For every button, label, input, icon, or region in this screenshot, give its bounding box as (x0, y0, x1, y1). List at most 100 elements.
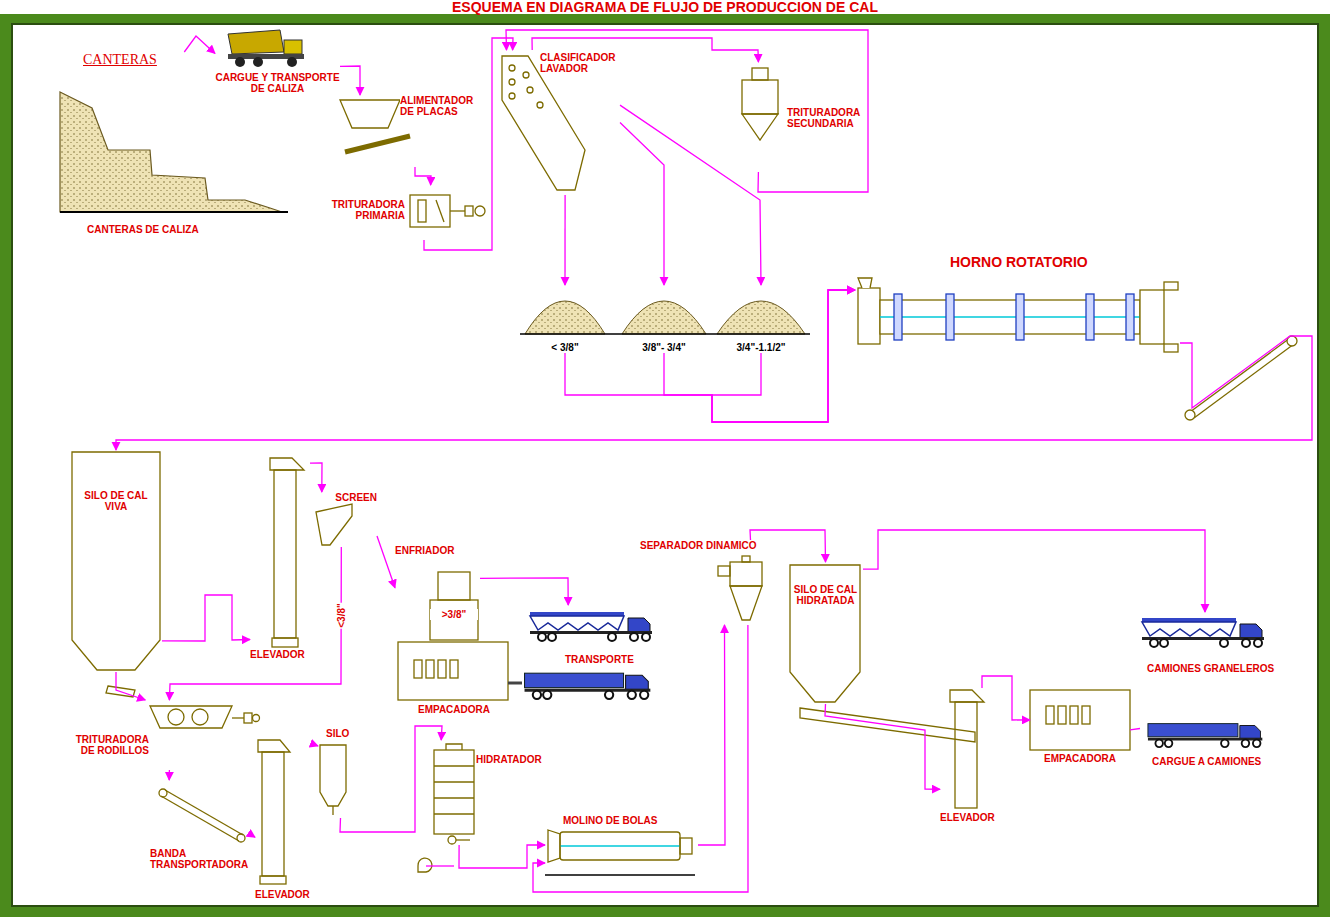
belt-conveyor (1185, 410, 1195, 420)
equipment (434, 797, 474, 798)
rotary-kiln (880, 316, 1140, 317)
blower (418, 858, 432, 872)
equipment (742, 556, 750, 562)
stockpile: < 3/8" (520, 285, 610, 353)
equipment (465, 206, 473, 216)
node-label: TRANSPORTE (565, 654, 634, 665)
rotary-kiln (1126, 294, 1134, 340)
flow-line (620, 123, 664, 286)
flow-line (340, 66, 360, 95)
plate-feeder (345, 136, 410, 152)
flow-line (565, 290, 855, 422)
quarry (60, 92, 282, 212)
node-label: ELEVADOR (255, 889, 310, 900)
edge-label: <3/8" (336, 602, 347, 628)
equipment (72, 452, 1130, 884)
primary-crusher: TRITURADORA PRIMARIA (325, 185, 490, 240)
equipment (232, 717, 244, 718)
node-label: BANDA TRANSPORTADORA (150, 848, 250, 870)
equipment (430, 600, 478, 640)
quicklime-silo: SILO DE CAL VIVA (70, 450, 162, 672)
node-label: MOLINO DE BOLAS (563, 815, 657, 826)
belt-conveyor (1190, 338, 1290, 412)
node-label: CLASIFICADOR LAVADOR (540, 52, 620, 74)
rotary-kiln (880, 300, 1140, 334)
flow-line (1130, 729, 1140, 730)
rotary-kiln (858, 278, 872, 288)
rotary-kiln (858, 288, 880, 344)
stockpile: 3/4"-1.1/2" (715, 285, 807, 353)
quarry (60, 211, 288, 213)
node-label: CARGUE A CAMIONES (1152, 756, 1261, 767)
equipment (450, 210, 465, 211)
dump-truck (228, 30, 284, 54)
cooler: ENFRIADOR >3/8" (395, 545, 480, 640)
equipment (262, 752, 284, 876)
diagram-title: ESQUEMA EN DIAGRAMA DE FLUJO DE PRODUCCI… (0, 0, 1330, 14)
equipment (340, 56, 778, 227)
equipment (159, 789, 167, 797)
equipment (253, 715, 260, 722)
spray-nozzle (509, 65, 543, 108)
equipment (260, 876, 286, 884)
spray-nozzle (537, 102, 543, 108)
flow-line (169, 547, 341, 700)
equipment (545, 874, 695, 876)
roll-crusher (150, 706, 232, 728)
node-label: CANTERAS (83, 52, 157, 67)
flow-line (459, 845, 545, 868)
rotary-kiln (894, 294, 1134, 340)
equipment (508, 682, 522, 685)
flow-line (863, 530, 1205, 612)
flow-line (424, 38, 513, 250)
equipment (955, 702, 977, 808)
cooler (438, 572, 470, 600)
equipment (548, 830, 560, 862)
rotary-kiln (858, 278, 1178, 352)
rotary-kiln (1164, 344, 1178, 352)
equipment (418, 200, 426, 222)
spray-nozzle (509, 93, 515, 99)
equipment (426, 865, 454, 866)
cone-crusher (752, 68, 768, 80)
bulk-truck: CAMIONES GRANELEROS (1135, 612, 1275, 674)
node-label: ENFRIADOR (395, 545, 454, 556)
equipment (450, 660, 458, 678)
equipment (742, 80, 778, 114)
hydrator: HIDRATADOR (430, 740, 542, 845)
dump-truck (228, 30, 304, 67)
equipment (1070, 706, 1078, 724)
hopper (340, 100, 400, 128)
dump-truck (287, 57, 297, 67)
flow-line (315, 745, 318, 746)
flow-line (825, 704, 940, 789)
bulk-truck (1142, 618, 1264, 647)
flow-line (377, 536, 395, 588)
packer: EMPACADORA (398, 640, 510, 715)
bucket-elevator: ELEVADOR (940, 688, 1010, 823)
frame (0, 14, 1330, 917)
flow-line (698, 625, 725, 845)
silo (320, 745, 346, 806)
stockpile (622, 301, 706, 334)
screen (316, 504, 352, 545)
flow-line (415, 167, 431, 185)
flow-line (712, 290, 855, 422)
ball-mill (560, 832, 680, 860)
flow-line (480, 578, 568, 605)
node-label: >3/8" (430, 609, 478, 620)
flow-line (162, 595, 250, 641)
hydrator (434, 750, 474, 834)
quarry (60, 92, 288, 212)
silo: SILO (318, 728, 363, 818)
equipment (244, 713, 252, 723)
stockpile (525, 301, 605, 334)
dump-truck (253, 57, 263, 67)
dump-truck (284, 40, 302, 54)
roll-crusher: TRITURADORA DE RODILLOS (75, 700, 260, 770)
stockpile (520, 301, 810, 334)
spray-nozzle (509, 65, 515, 71)
spray-nozzle (527, 87, 533, 93)
flatbed-truck: CARGUE A CAMIONES (1140, 712, 1280, 767)
